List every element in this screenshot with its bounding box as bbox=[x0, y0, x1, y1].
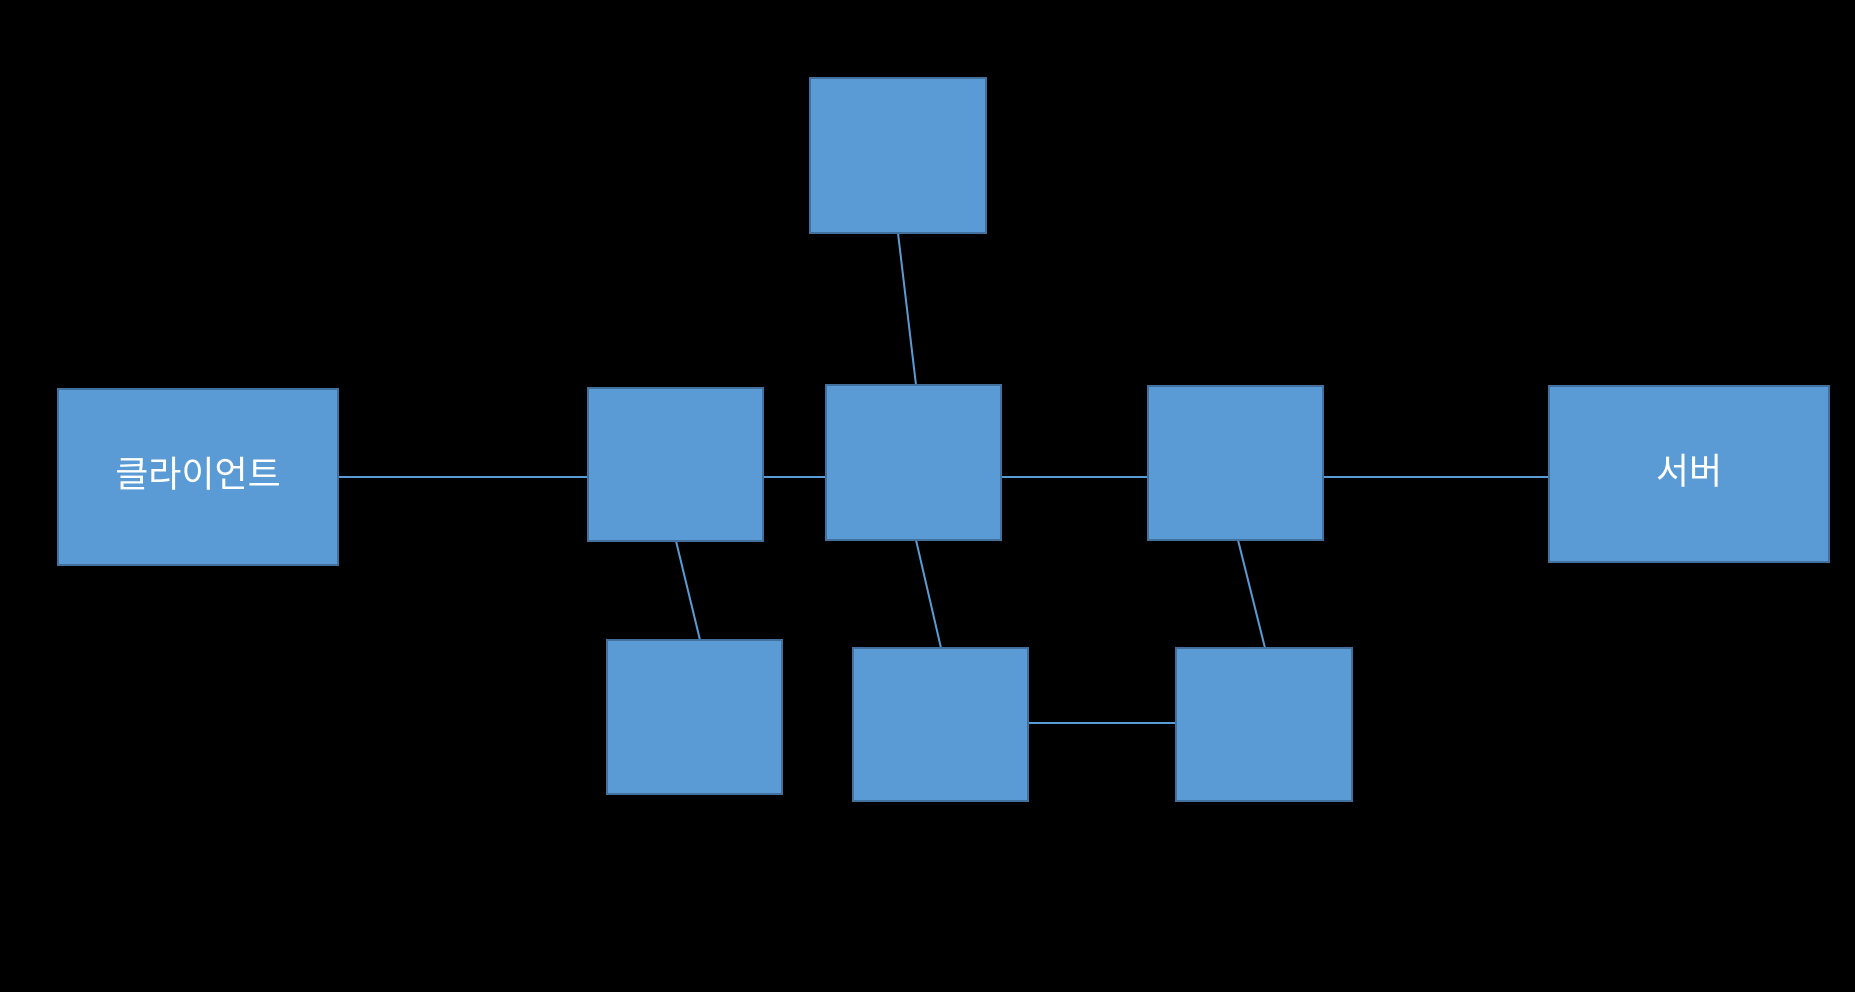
connector-midleft-to-bottomleft[interactable] bbox=[675, 540, 701, 641]
node-bottom-right-node[interactable] bbox=[1175, 647, 1353, 802]
node-bottom-left-node[interactable] bbox=[606, 639, 783, 795]
node-shape-top-node[interactable] bbox=[809, 77, 987, 234]
edges-layer bbox=[338, 232, 1549, 724]
node-top-node[interactable] bbox=[809, 77, 987, 234]
node-shape-bottom-left-node[interactable] bbox=[606, 639, 783, 795]
node-mid-right-node[interactable] bbox=[1147, 385, 1324, 541]
node-label-server-node: 서버 bbox=[1656, 451, 1722, 492]
node-shape-bottom-right-node[interactable] bbox=[1175, 647, 1353, 802]
connector-midright-to-bottomright[interactable] bbox=[1237, 539, 1266, 649]
node-shape-bottom-mid-node[interactable] bbox=[852, 647, 1029, 802]
node-bottom-mid-node[interactable] bbox=[852, 647, 1029, 802]
node-shape-client-node[interactable] bbox=[57, 388, 339, 566]
node-shape-mid-right-node[interactable] bbox=[1147, 385, 1324, 541]
node-center-node[interactable] bbox=[825, 384, 1002, 541]
node-shape-server-node[interactable] bbox=[1548, 385, 1830, 563]
nodes-layer: 클라이언트 서버 bbox=[57, 77, 1830, 802]
connector-center-to-bottommid[interactable] bbox=[915, 539, 942, 649]
node-label-client-node: 클라이언트 bbox=[115, 454, 281, 495]
node-shape-mid-left-node[interactable] bbox=[587, 387, 764, 542]
node-mid-left-node[interactable] bbox=[587, 387, 764, 542]
node-shape-center-node[interactable] bbox=[825, 384, 1002, 541]
node-server-node[interactable]: 서버 bbox=[1548, 385, 1830, 563]
node-client-node[interactable]: 클라이언트 bbox=[57, 388, 339, 566]
connector-top-to-center[interactable] bbox=[897, 232, 917, 386]
